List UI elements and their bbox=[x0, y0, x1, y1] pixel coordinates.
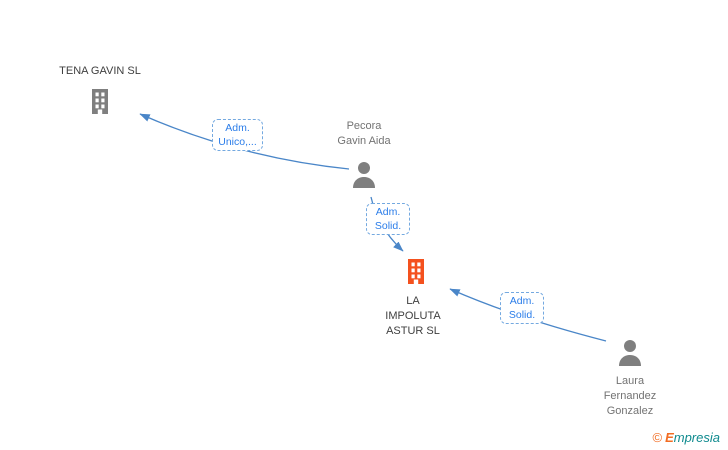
node-la-impoluta-astur-sl[interactable]: LA IMPOLUTA ASTUR SL bbox=[377, 255, 449, 339]
edge-label-adm-solid-1[interactable]: Adm. Solid. bbox=[366, 203, 410, 235]
building-icon bbox=[400, 255, 432, 292]
company-name: TENA GAVIN SL bbox=[59, 65, 141, 77]
person-icon bbox=[348, 159, 380, 196]
edge-label-adm-unico[interactable]: Adm. Unico,... bbox=[212, 119, 263, 151]
edge-label-adm-solid-2[interactable]: Adm. Solid. bbox=[500, 292, 544, 324]
empresia-logo[interactable]: ©Empresia bbox=[652, 430, 720, 445]
node-tena-gavin-sl[interactable]: TENA GAVIN SL bbox=[45, 64, 155, 114]
node-pecora-gavin-aida[interactable]: Pecora Gavin Aida bbox=[328, 119, 400, 188]
company-name: LA IMPOLUTA ASTUR SL bbox=[385, 295, 441, 337]
person-name: Pecora Gavin Aida bbox=[337, 120, 391, 147]
person-icon bbox=[614, 337, 646, 374]
brand-initial: E bbox=[665, 430, 674, 445]
node-laura-fernandez-gonzalez[interactable]: Laura Fernandez Gonzalez bbox=[594, 337, 666, 419]
copyright-symbol: © bbox=[652, 430, 663, 445]
building-icon bbox=[84, 85, 116, 122]
brand-text: mpresia bbox=[673, 430, 720, 445]
person-name: Laura Fernandez Gonzalez bbox=[603, 375, 657, 417]
